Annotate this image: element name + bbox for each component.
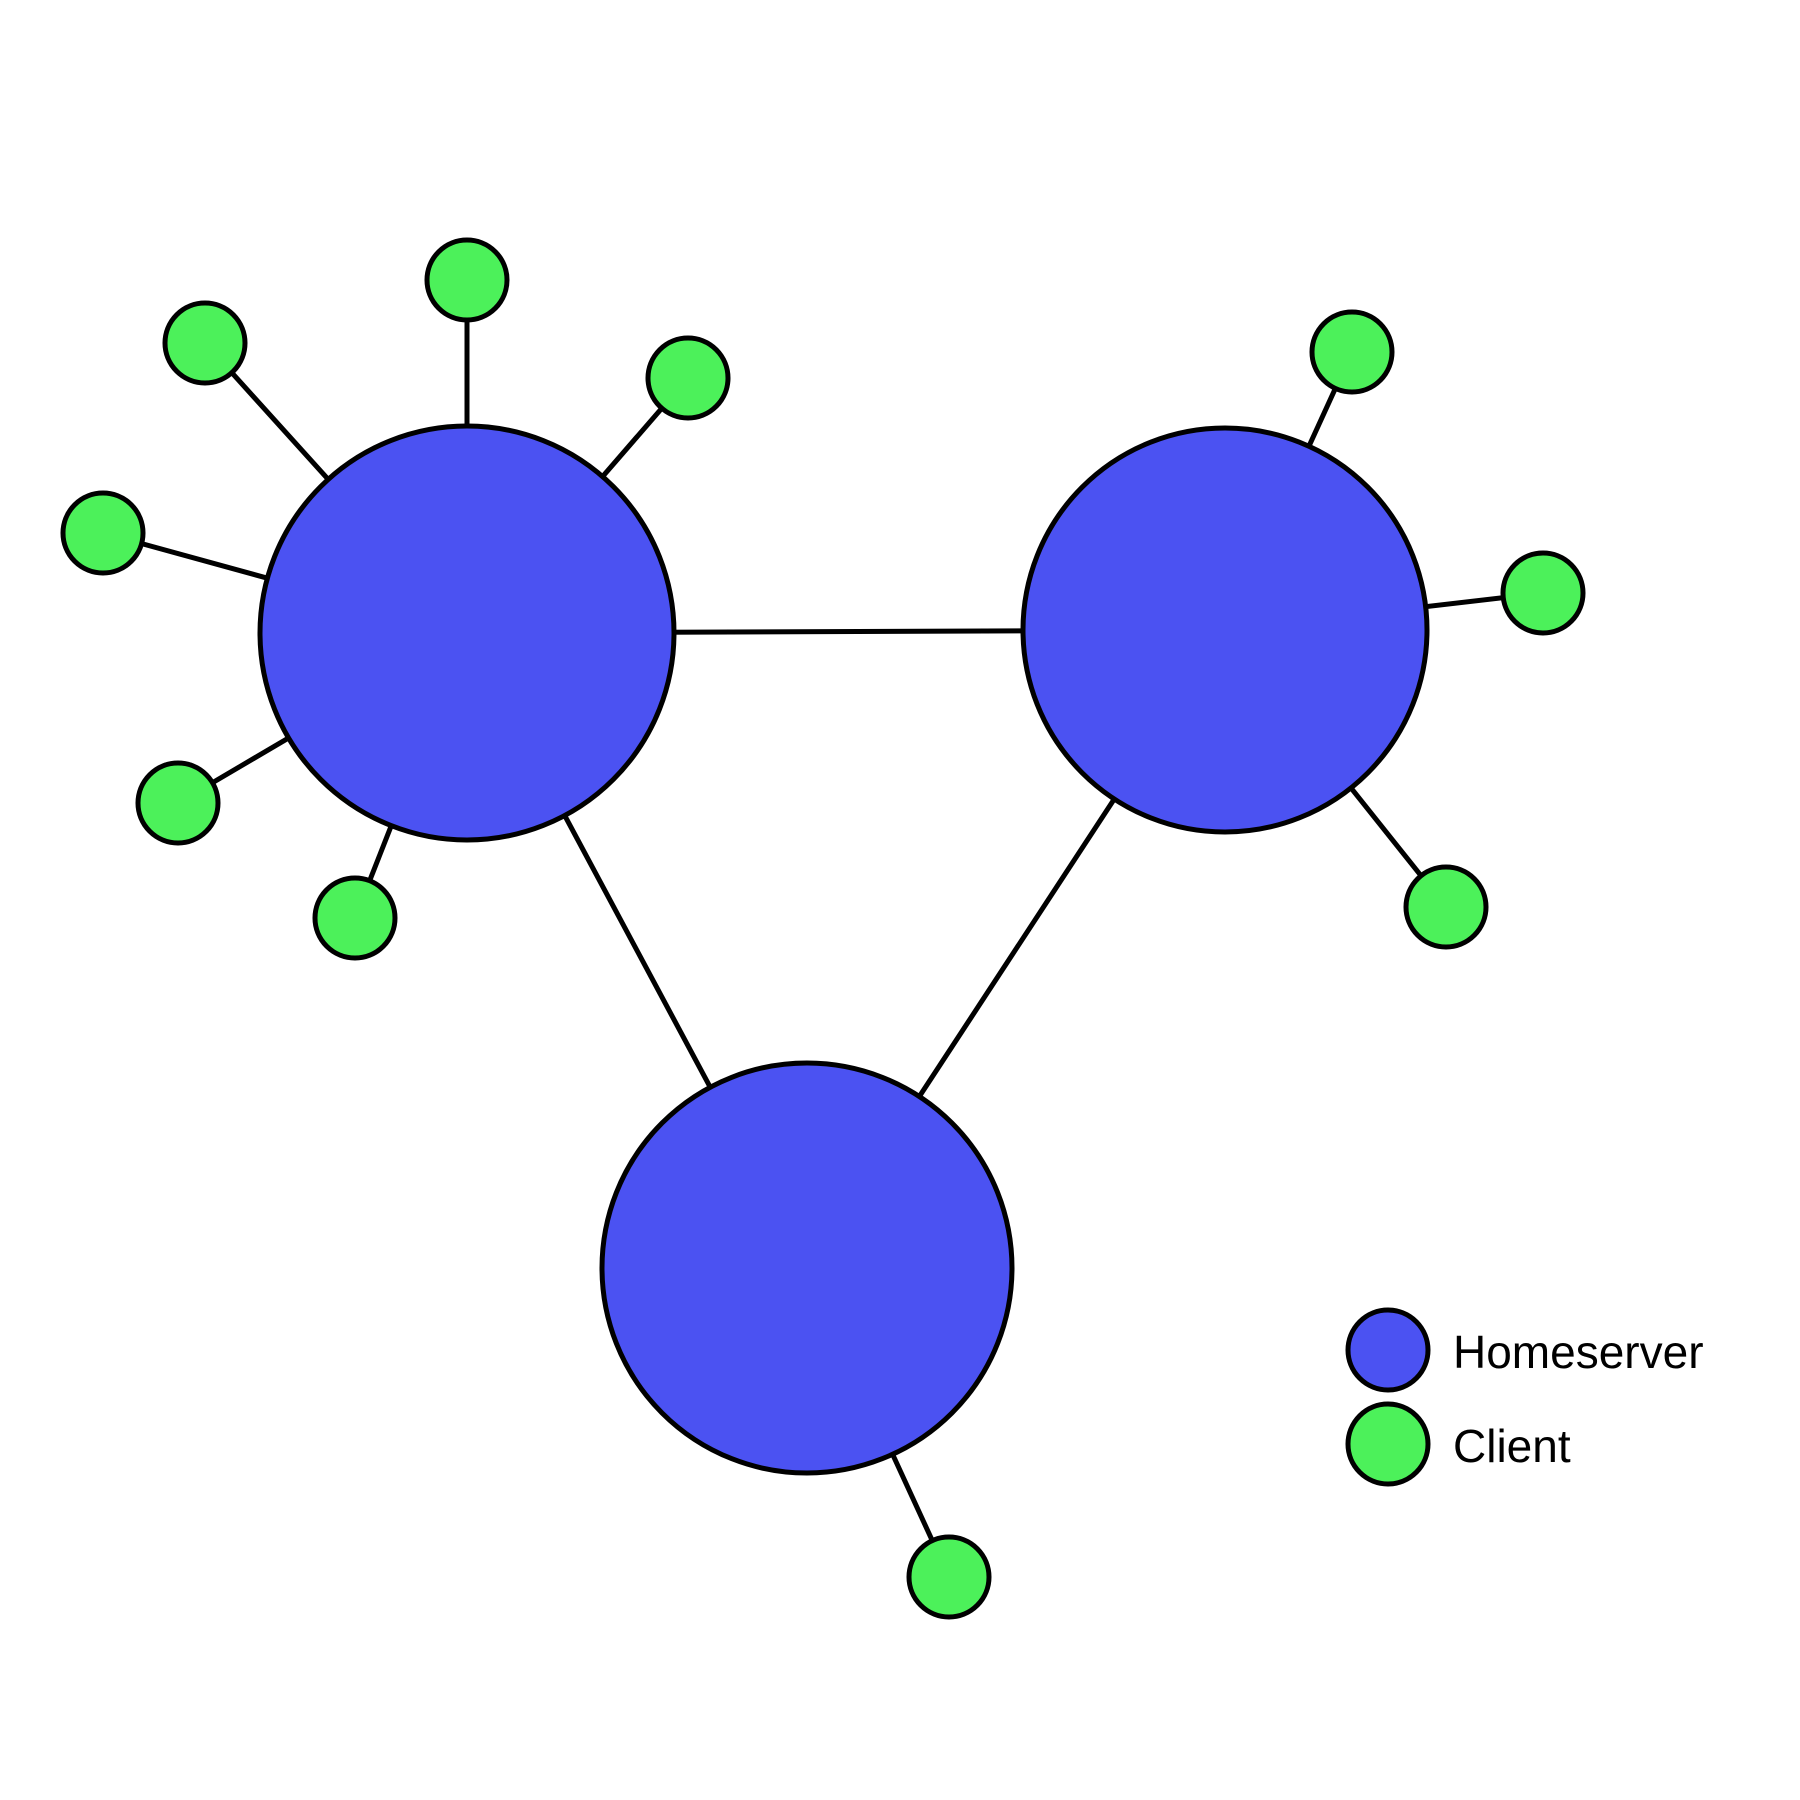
legend-client-label: Client <box>1453 1420 1571 1472</box>
nodes-layer <box>60 237 1586 1620</box>
legend: Homeserver Client <box>1345 1307 1704 1487</box>
client-node-c8 <box>1500 550 1586 636</box>
client-node-c1 <box>424 237 510 323</box>
client-node-c6 <box>312 875 398 961</box>
client-node-c2 <box>162 300 248 386</box>
legend-client-swatch <box>1345 1401 1431 1487</box>
client-node-c5 <box>135 760 221 846</box>
legend-homeserver-swatch <box>1345 1307 1431 1393</box>
homeserver-node-hs3 <box>599 1060 1015 1476</box>
homeserver-node-hs1 <box>257 423 677 843</box>
client-node-c9 <box>1403 864 1489 950</box>
client-node-c10 <box>906 1534 992 1620</box>
client-node-c4 <box>60 490 146 576</box>
client-node-c7 <box>1309 309 1395 395</box>
homeserver-node-hs2 <box>1020 425 1430 835</box>
legend-homeserver-label: Homeserver <box>1453 1326 1704 1378</box>
client-node-c3 <box>645 335 731 421</box>
